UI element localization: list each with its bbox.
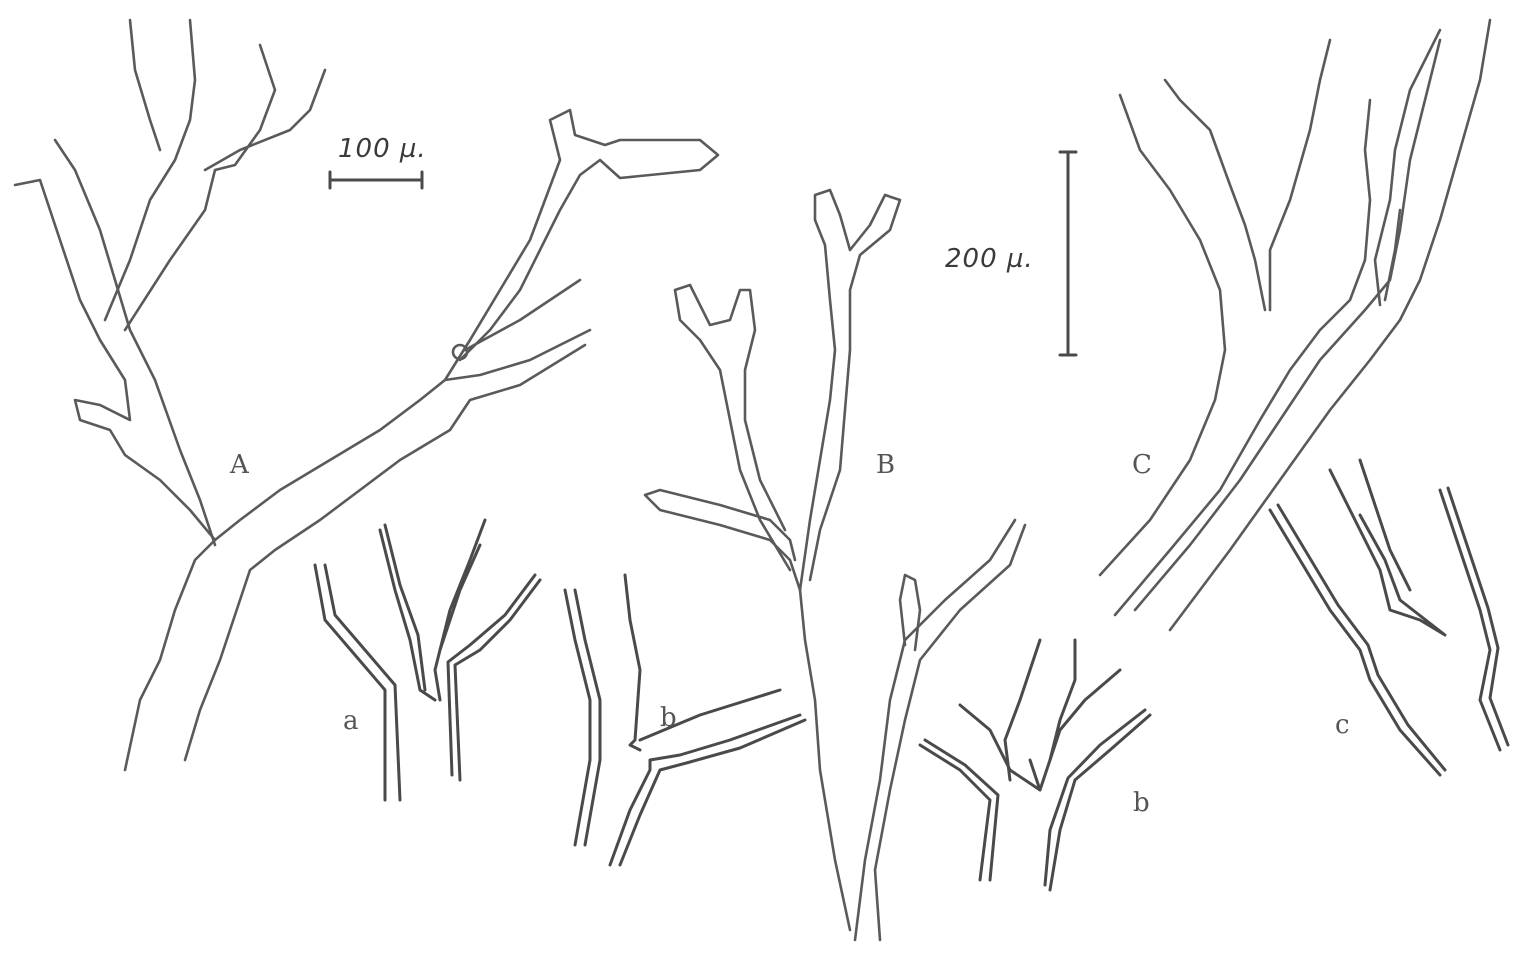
scale-bar-100 [330, 172, 422, 188]
scale-label-200: 200 µ. [945, 246, 1034, 272]
panel-label-c: C [1132, 452, 1152, 478]
detail-c-drawing [1270, 460, 1508, 775]
detail-a-drawing [315, 520, 540, 800]
figure-a-drawing [15, 20, 718, 770]
detail-label-b-left: b [660, 705, 677, 731]
detail-b-left-drawing [565, 575, 805, 865]
detail-label-a: a [343, 708, 359, 734]
figure-b-drawing [645, 190, 1025, 940]
detail-label-b-right: b [1133, 790, 1150, 816]
detail-b-right-drawing [920, 640, 1150, 890]
panel-label-b: B [876, 452, 895, 478]
detail-label-c: c [1335, 712, 1350, 738]
panel-label-a: A [230, 452, 249, 478]
scale-bar-200 [1060, 152, 1076, 355]
scale-label-100: 100 µ. [338, 136, 427, 162]
figure-c-drawing [1100, 20, 1490, 630]
